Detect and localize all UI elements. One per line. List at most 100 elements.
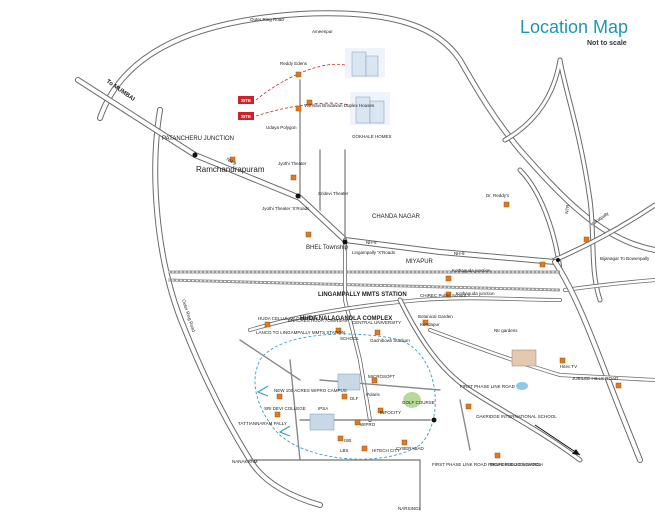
project-building-2: [350, 92, 390, 125]
poi-school: [335, 327, 342, 334]
label-lingampally-x-roads: Lingampally 'X'Roads: [352, 250, 396, 255]
junction-link-road: [431, 417, 437, 423]
poi-gachibowli: [374, 329, 381, 336]
south-roads: [239, 296, 655, 511]
label-lingampally-mmts: LINGAMPALLY MMTS STATION: [318, 292, 407, 298]
label-kothaguda-junction: Kothaguda junction: [452, 268, 491, 273]
label-first-phase-proposed: FIRST PHASE LINK ROAD PROPOSED 2005 MARC…: [432, 462, 543, 467]
arrow-link-road: [534, 424, 581, 456]
poi-reddy-edens: [295, 71, 302, 78]
label-wipro: WIPRO: [360, 422, 376, 427]
label-central-university: CENTRAL UNIVERSITY: [352, 320, 401, 325]
label-jubilee: JUBILEE HILLS ROAD: [572, 376, 619, 381]
label-kothaguda-junction-2: Kothaguda junction: [456, 291, 495, 296]
east-roads: [502, 57, 655, 303]
poi-kukatpally: [583, 236, 590, 243]
campus-building-1: [337, 373, 361, 391]
label-infocity: INFOCITY: [380, 410, 401, 415]
poi-dr-reddys: [503, 201, 510, 208]
label-ameenpur: Ameenpur: [312, 29, 333, 34]
label-dr-reddys: Dr. Reddy's: [486, 193, 510, 198]
label-bijanagar: Bijanagar To Bowenpally: [600, 256, 650, 261]
label-ramachandrapuram: Ramchandrapuram: [196, 165, 265, 174]
railway-line: [167, 270, 561, 292]
label-miyapur: MIYAPUR: [406, 259, 434, 265]
label-first-phase: FIRST PHASE LINK ROAD: [460, 384, 516, 389]
label-school: SCHOOL: [340, 336, 360, 341]
label-gokhale: GOKHALE HOMES: [352, 134, 392, 139]
poi-tattiannaram: [274, 411, 281, 418]
junction-dots: [192, 152, 560, 423]
outer-ring-road: [97, 10, 655, 508]
poi-jubilee: [615, 382, 622, 389]
label-isb: ISB: [344, 438, 351, 443]
poi-botanical: [422, 319, 429, 326]
poi-dlf: [341, 393, 348, 400]
nh9-road: [75, 77, 643, 463]
project-building-1: [345, 48, 385, 78]
label-polaris: Polaris: [366, 392, 381, 397]
poi-jyothi: [290, 174, 297, 181]
junction-ntr: [556, 258, 560, 262]
label-udaya: Udaya Polygon: [266, 125, 297, 130]
poi-vaishnavi: [306, 99, 313, 106]
poi-microsoft: [371, 377, 378, 384]
poi-udaya: [295, 105, 302, 112]
junction-patancheru: [192, 152, 198, 158]
label-chanda-nagar: CHANDA NAGAR: [372, 214, 421, 220]
label-bhel: BHEL Township: [306, 245, 349, 251]
label-hitec-tv: Hitec TV: [560, 364, 577, 369]
poi-markers: [229, 71, 622, 459]
poi-isb: [337, 435, 344, 442]
label-new-100-acres: NEW 100 ACRES WIPRO CAMPUS: [274, 388, 347, 393]
arrow-route-left: [256, 385, 269, 397]
vertical-roads: [299, 79, 372, 422]
site-label-1: SITE: [241, 98, 251, 103]
label-enacres: ENACRES HUDA TOWNSHIP: [288, 318, 349, 323]
label-kondapur: Kondapur: [420, 322, 440, 327]
it-corridor-route: [254, 333, 436, 460]
label-sri-devi: SRI DEVI COLLEGE: [264, 406, 306, 411]
poi-sri-devi: [276, 393, 283, 400]
site-label-2: SITE: [241, 114, 251, 119]
poi-delhi-public: [494, 452, 501, 459]
poi-ramachandrapuram: [229, 156, 236, 163]
poi-wipro: [354, 419, 361, 426]
label-jyothi-theater: Jyothi Theater: [278, 161, 307, 166]
site-link-2: [255, 102, 351, 117]
label-lanco: LANCO TO LINGAMPALLY MMTS STATION: [256, 330, 345, 335]
golf-course-area: [403, 392, 421, 408]
lake: [516, 382, 528, 390]
poi-kothaguda: [445, 275, 452, 282]
poi-hitec-tv: [559, 357, 566, 364]
label-dlf: DLF: [350, 396, 359, 401]
poi-chirec: [445, 291, 452, 298]
label-microsoft: MICROSOFT: [368, 374, 395, 379]
label-nanakram: NANAKRAM: [232, 459, 258, 464]
junction-jyothi: [295, 193, 301, 199]
label-ipsa: IPSA: [318, 406, 328, 411]
label-huda-nalagandla: HUDA NALAGANDLA COMPLEX: [300, 316, 392, 322]
label-nh9-left: NH-9: [226, 157, 238, 167]
site-marker-1: SITE: [238, 96, 254, 104]
poi-ntr: [539, 261, 546, 268]
label-ntr-gardens: Ntr gardens: [494, 328, 518, 333]
label-nh9-right: NH-9: [454, 251, 465, 256]
campus-building-3: [511, 349, 537, 367]
label-patancheru: PATANCHERU JUNCTION: [162, 136, 234, 142]
label-lbs: LBS: [340, 448, 349, 453]
label-vaishnavi: Vishnavi Brindavan Duplex Houses: [304, 103, 375, 108]
poi-bhel: [305, 231, 312, 238]
poi-hitech: [401, 439, 408, 446]
arrow-route-left-2: [278, 425, 291, 437]
label-narsingi: NARSINGI: [398, 506, 420, 511]
label-tattiannaram: TATTIANNARAM PALLY: [238, 421, 287, 426]
site-marker-2: SITE: [238, 112, 254, 120]
label-botanical: Botanical Garden: [418, 314, 453, 319]
label-jyothi-x-roads: Jyothi Theater 'X'Roads: [262, 206, 310, 211]
label-sridevi: Sridevi Theater: [318, 191, 349, 196]
map-title: Location Map: [520, 17, 628, 37]
label-chirec: CHIREC Public School: [420, 293, 466, 298]
label-golf-course: GOLF COURSE: [402, 400, 435, 405]
